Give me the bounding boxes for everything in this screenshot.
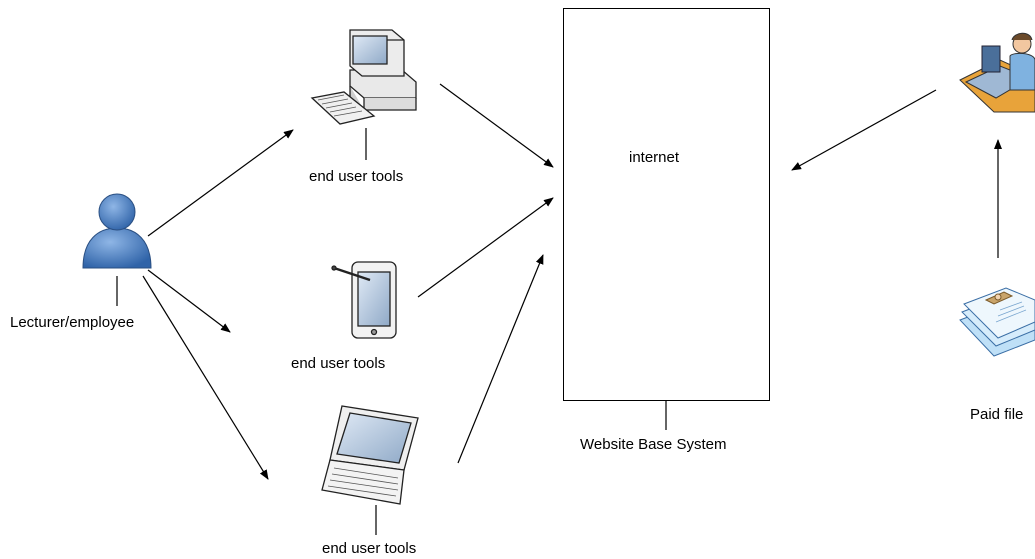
desktop-label: end user tools — [309, 168, 404, 185]
actor-label: Lecturer/employee — [10, 314, 135, 331]
arrow-desktop-to-system — [439, 83, 554, 168]
laptop-icon — [321, 405, 419, 505]
arrow-actor-to-tablet — [147, 269, 231, 333]
arrow-actor-to-desktop — [147, 129, 294, 237]
documents-stack-icon — [959, 287, 1035, 357]
arrow-actor-to-laptop — [142, 275, 269, 480]
admin-workstation-icon — [959, 32, 1035, 113]
tablet-label: end user tools — [291, 355, 386, 372]
arrow-tablet-to-system — [417, 197, 554, 298]
connector-lines — [116, 83, 1002, 535]
website-base-system-box — [563, 8, 770, 401]
laptop-label: end user tools — [322, 540, 417, 557]
paid-file-label: Paid file — [970, 406, 1024, 423]
arrow-laptop-to-system — [457, 254, 544, 464]
system-label: Website Base System — [580, 436, 727, 453]
cloud-label: internet — [629, 149, 680, 166]
arrow-admin-to-system — [791, 89, 937, 171]
desktop-computer-icon — [310, 29, 417, 125]
tablet-stylus-icon — [331, 261, 397, 339]
user-icon — [82, 193, 152, 269]
